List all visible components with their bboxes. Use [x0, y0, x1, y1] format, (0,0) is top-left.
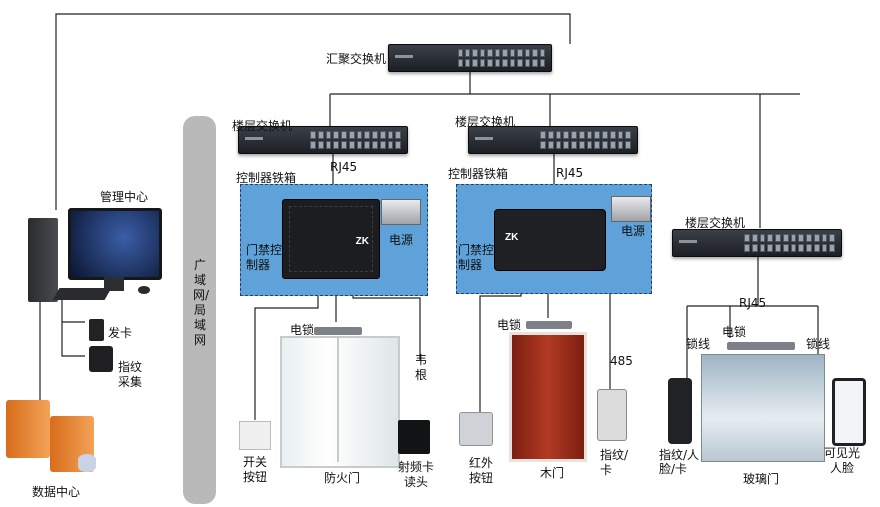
- visible-face-label: 可见光人脸: [823, 446, 860, 475]
- core-switch-label: 汇聚交换机: [326, 52, 387, 66]
- core-switch: [388, 44, 552, 72]
- power-2-label: 电源: [621, 224, 646, 238]
- visible-light-face-terminal: [832, 378, 866, 446]
- zk-logo-2: ZK: [505, 232, 519, 243]
- controller-1-label: 门禁控制器: [246, 243, 283, 272]
- keyboard: [52, 288, 112, 300]
- fp-face-card-label: 指纹/人脸/卡: [659, 448, 700, 476]
- electric-lock-2: [526, 321, 572, 329]
- exit-button-label: 开关按钮: [243, 455, 268, 484]
- fire-door-split: [337, 338, 339, 462]
- access-controller-1: ZK: [282, 199, 380, 279]
- fire-door-label: 防火门: [324, 471, 361, 485]
- cabinet-2-label: 控制器铁箱: [448, 167, 509, 181]
- floor-switch-2-label: 楼层交换机: [455, 115, 516, 129]
- network-label: 广域网/局域网: [193, 258, 210, 347]
- glass-door: [701, 354, 825, 462]
- power-supply-2: [611, 196, 651, 222]
- electric-lock-3: [727, 342, 795, 350]
- management-center-label: 管理中心: [100, 190, 149, 204]
- wood-door: [509, 332, 587, 462]
- power-supply-1: [381, 199, 421, 225]
- rj45-label-1: RJ45: [330, 160, 358, 174]
- rj45-label-3: RJ45: [739, 296, 767, 310]
- fingerprint-collector-device: [89, 346, 113, 372]
- electric-lock-1: [314, 327, 362, 335]
- network-bar: [183, 116, 216, 504]
- cabinet-1-label: 控制器铁箱: [236, 171, 297, 185]
- database-icon: [78, 454, 96, 472]
- controller-2-label: 门禁控制器: [458, 243, 495, 272]
- floor-switch-2: [468, 126, 638, 154]
- ir-button-label: 红外按钮: [469, 456, 494, 485]
- monitor: [68, 208, 162, 280]
- fire-door: [280, 336, 400, 468]
- mouse: [138, 286, 150, 294]
- monitor-stand: [104, 277, 124, 291]
- wiegand-label: 韦根: [414, 353, 427, 382]
- lock-3-label: 电锁: [722, 325, 747, 339]
- lock-wire-1-label: 锁线: [686, 337, 711, 351]
- glass-door-label: 玻璃门: [743, 472, 780, 486]
- power-1-label: 电源: [389, 233, 414, 247]
- exit-button-device: [239, 421, 271, 450]
- rs485-label: 485: [610, 354, 633, 368]
- card-issue-label: 发卡: [108, 326, 133, 340]
- lock-wire-2-label: 锁线: [806, 337, 831, 351]
- lock-1-label: 电锁: [290, 323, 315, 337]
- wood-door-label: 木门: [540, 466, 565, 480]
- switch-ports: [457, 49, 545, 67]
- data-center-label: 数据中心: [32, 485, 81, 499]
- fingerprint-card-reader: [597, 389, 627, 441]
- pc-tower: [28, 218, 58, 302]
- ir-button-device: [459, 412, 493, 446]
- fingerprint-card-label: 指纹/卡: [600, 448, 629, 477]
- rf-reader-label: 射频卡读头: [397, 460, 434, 489]
- floor-switch-1: [238, 126, 408, 154]
- access-controller-2: ZK: [494, 209, 606, 271]
- floor-switch-3-label: 楼层交换机: [685, 216, 746, 230]
- card-issuer-device: [89, 319, 104, 341]
- floor-switch-1-label: 楼层交换机: [232, 119, 293, 133]
- rf-card-reader: [398, 420, 430, 454]
- face-terminal: [668, 378, 692, 444]
- zk-logo: ZK: [355, 236, 369, 247]
- rj45-label-2: RJ45: [556, 166, 584, 180]
- fingerprint-collect-label: 指纹采集: [118, 360, 143, 389]
- server-1: [6, 400, 50, 458]
- floor-switch-3: [672, 229, 842, 257]
- lock-2-label: 电锁: [497, 318, 522, 332]
